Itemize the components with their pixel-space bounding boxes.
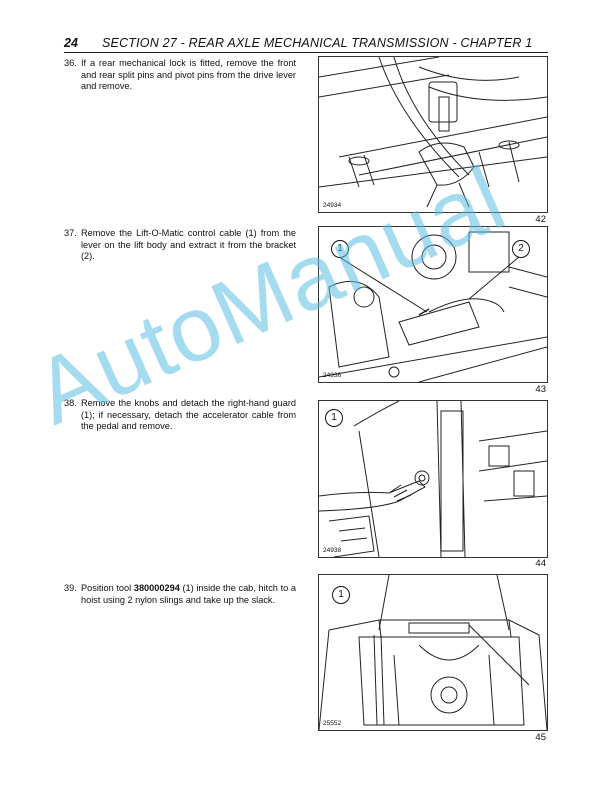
- step-number: 38.: [64, 398, 77, 408]
- lift-cable-drawing: [319, 231, 547, 382]
- step-39: 39. Position tool 380000294 (1) inside t…: [64, 583, 296, 606]
- figure-number: 44: [535, 558, 546, 569]
- figure-44-illustration: 1 24938: [318, 400, 548, 558]
- page-header: 24 SECTION 27 - REAR AXLE MECHANICAL TRA…: [64, 36, 548, 54]
- figure-code: 24934: [323, 202, 342, 209]
- figure-43-illustration: 1 2 24936: [318, 226, 548, 383]
- step-38: 38. Remove the knobs and detach the righ…: [64, 398, 296, 433]
- callout-2: 2: [512, 240, 530, 258]
- step-text: If a rear mechanical lock is fitted, rem…: [81, 58, 296, 91]
- step-number: 36.: [64, 58, 77, 68]
- figure-number: 45: [535, 732, 546, 743]
- figure-code: 25552: [323, 720, 342, 727]
- figure-number: 43: [535, 384, 546, 395]
- step-37: 37. Remove the Lift-O-Matic control cabl…: [64, 228, 296, 263]
- figure-code: 24936: [323, 372, 342, 379]
- step-36: 36. If a rear mechanical lock is fitted,…: [64, 58, 296, 93]
- step-number: 37.: [64, 228, 77, 238]
- tool-number: 380000294: [133, 583, 180, 593]
- figure-code: 24938: [323, 547, 342, 554]
- hand-guard-drawing: [319, 401, 547, 557]
- callout-1: 1: [332, 586, 350, 604]
- header-rule: [64, 52, 548, 53]
- step-number: 39.: [64, 583, 77, 593]
- figure-45-illustration: 1 25552: [318, 574, 548, 731]
- step-text: Position tool 380000294 (1) inside the c…: [81, 583, 296, 605]
- callout-1: 1: [331, 240, 349, 258]
- step-text: Remove the Lift-O-Matic control cable (1…: [81, 228, 296, 261]
- section-title: SECTION 27 - REAR AXLE MECHANICAL TRANSM…: [102, 36, 533, 50]
- callout-1: 1: [325, 409, 343, 427]
- rear-lock-drawing: [319, 57, 547, 208]
- page-number: 24: [64, 36, 78, 50]
- figure-42-illustration: 24934: [318, 56, 548, 213]
- cab-tool-drawing: [319, 575, 547, 730]
- step-text: Remove the knobs and detach the right-ha…: [81, 398, 296, 431]
- figure-number: 42: [535, 214, 546, 225]
